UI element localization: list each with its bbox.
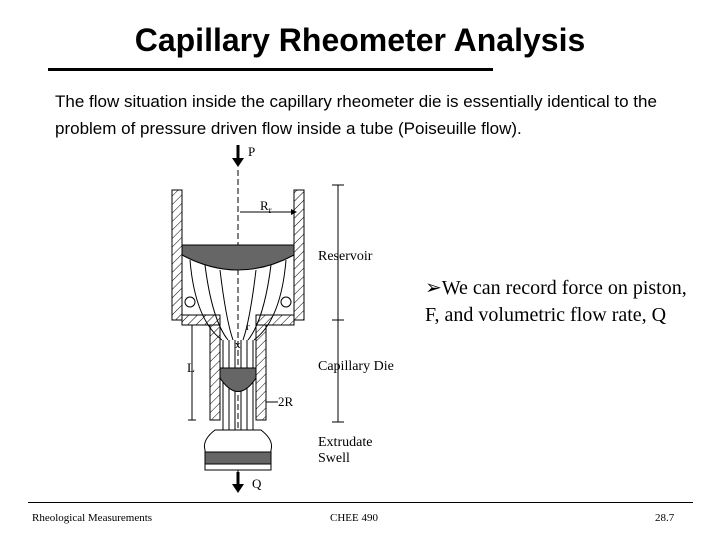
arrow-bullet-icon: ➢ [425,277,442,299]
die-wall-left [209,324,221,421]
reservoir-wall-left [171,189,183,321]
flow-arrow-icon [232,472,244,493]
die-wall-right [255,324,267,421]
footer-course-topic: Rheological Measurements [32,512,153,524]
label-r: r [246,321,250,333]
bullet-item: ➢We can record force on piston, F, and v… [425,275,695,329]
die-shoulder-right [255,314,295,326]
label-extrudate: Extrudate [318,435,372,450]
label-l: L [187,360,195,375]
label-swell: Swell [318,451,350,466]
title-underline [48,68,493,71]
pressure-arrow-icon [232,145,244,167]
label-rr: Rr [260,198,272,215]
reservoir-wall-right [293,189,305,321]
label-x: x [235,339,241,351]
footer-course-code: CHEE 490 [330,512,378,524]
capillary-rheometer-diagram: P Rr r x L 2R [171,144,394,493]
footer-divider [28,502,693,503]
label-2r: 2R [278,394,294,409]
vortex-left-icon [184,296,196,308]
slide-title: Capillary Rheometer Analysis [134,22,586,58]
reservoir-streamlines [189,259,287,341]
label-reservoir: Reservoir [318,249,373,264]
bullet-text: We can record force on piston, F, and vo… [425,277,687,326]
extrudate-profile [204,451,272,465]
die-shoulder-left [181,314,221,326]
intro-text: The flow situation inside the capillary … [55,92,657,138]
piston-melt-front [181,244,295,271]
vortex-right-icon [280,296,292,308]
label-capillary-die: Capillary Die [318,359,394,374]
footer-slide-number: 28.7 [655,512,675,524]
label-q: Q [252,476,262,491]
label-p: P [248,144,255,159]
velocity-profile [219,367,257,392]
